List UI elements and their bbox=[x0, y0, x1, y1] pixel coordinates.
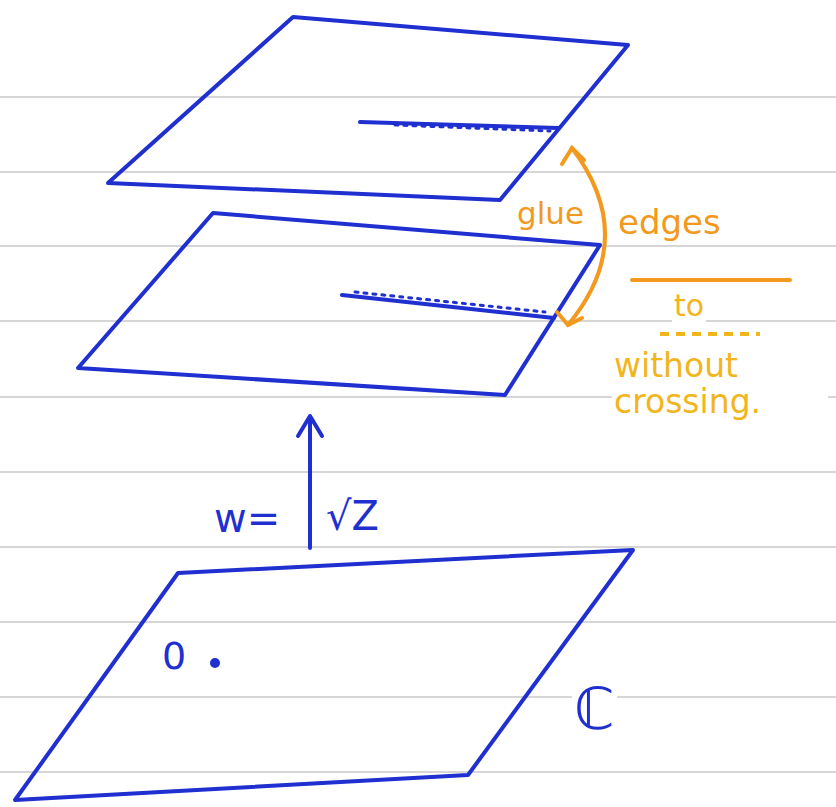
top-slit-dotted bbox=[395, 125, 550, 131]
glue-note: edges bbox=[616, 204, 723, 241]
base-plane bbox=[15, 550, 633, 800]
solid-edge-sample bbox=[632, 278, 790, 282]
glue-note: glue bbox=[515, 196, 586, 230]
map-arrow bbox=[308, 420, 312, 548]
middle-slit-dotted bbox=[355, 292, 545, 312]
to-note: to bbox=[672, 289, 706, 322]
map-label: w= bbox=[212, 496, 282, 540]
dashed-edge-sample bbox=[660, 332, 760, 336]
middle-slit bbox=[342, 295, 554, 318]
top-sheet bbox=[108, 17, 628, 200]
glue-arrowhead bbox=[557, 312, 582, 325]
origin-dot bbox=[210, 658, 220, 668]
middle-sheet bbox=[78, 213, 600, 395]
map-arrowhead bbox=[298, 416, 322, 436]
map-label: √Z bbox=[324, 494, 381, 538]
origin-label: 0 bbox=[160, 636, 188, 678]
crossing-note: without crossing. bbox=[612, 348, 828, 421]
glue-arrowhead bbox=[562, 148, 584, 164]
plane-label: ℂ bbox=[572, 678, 617, 742]
glue-arc bbox=[568, 148, 605, 325]
